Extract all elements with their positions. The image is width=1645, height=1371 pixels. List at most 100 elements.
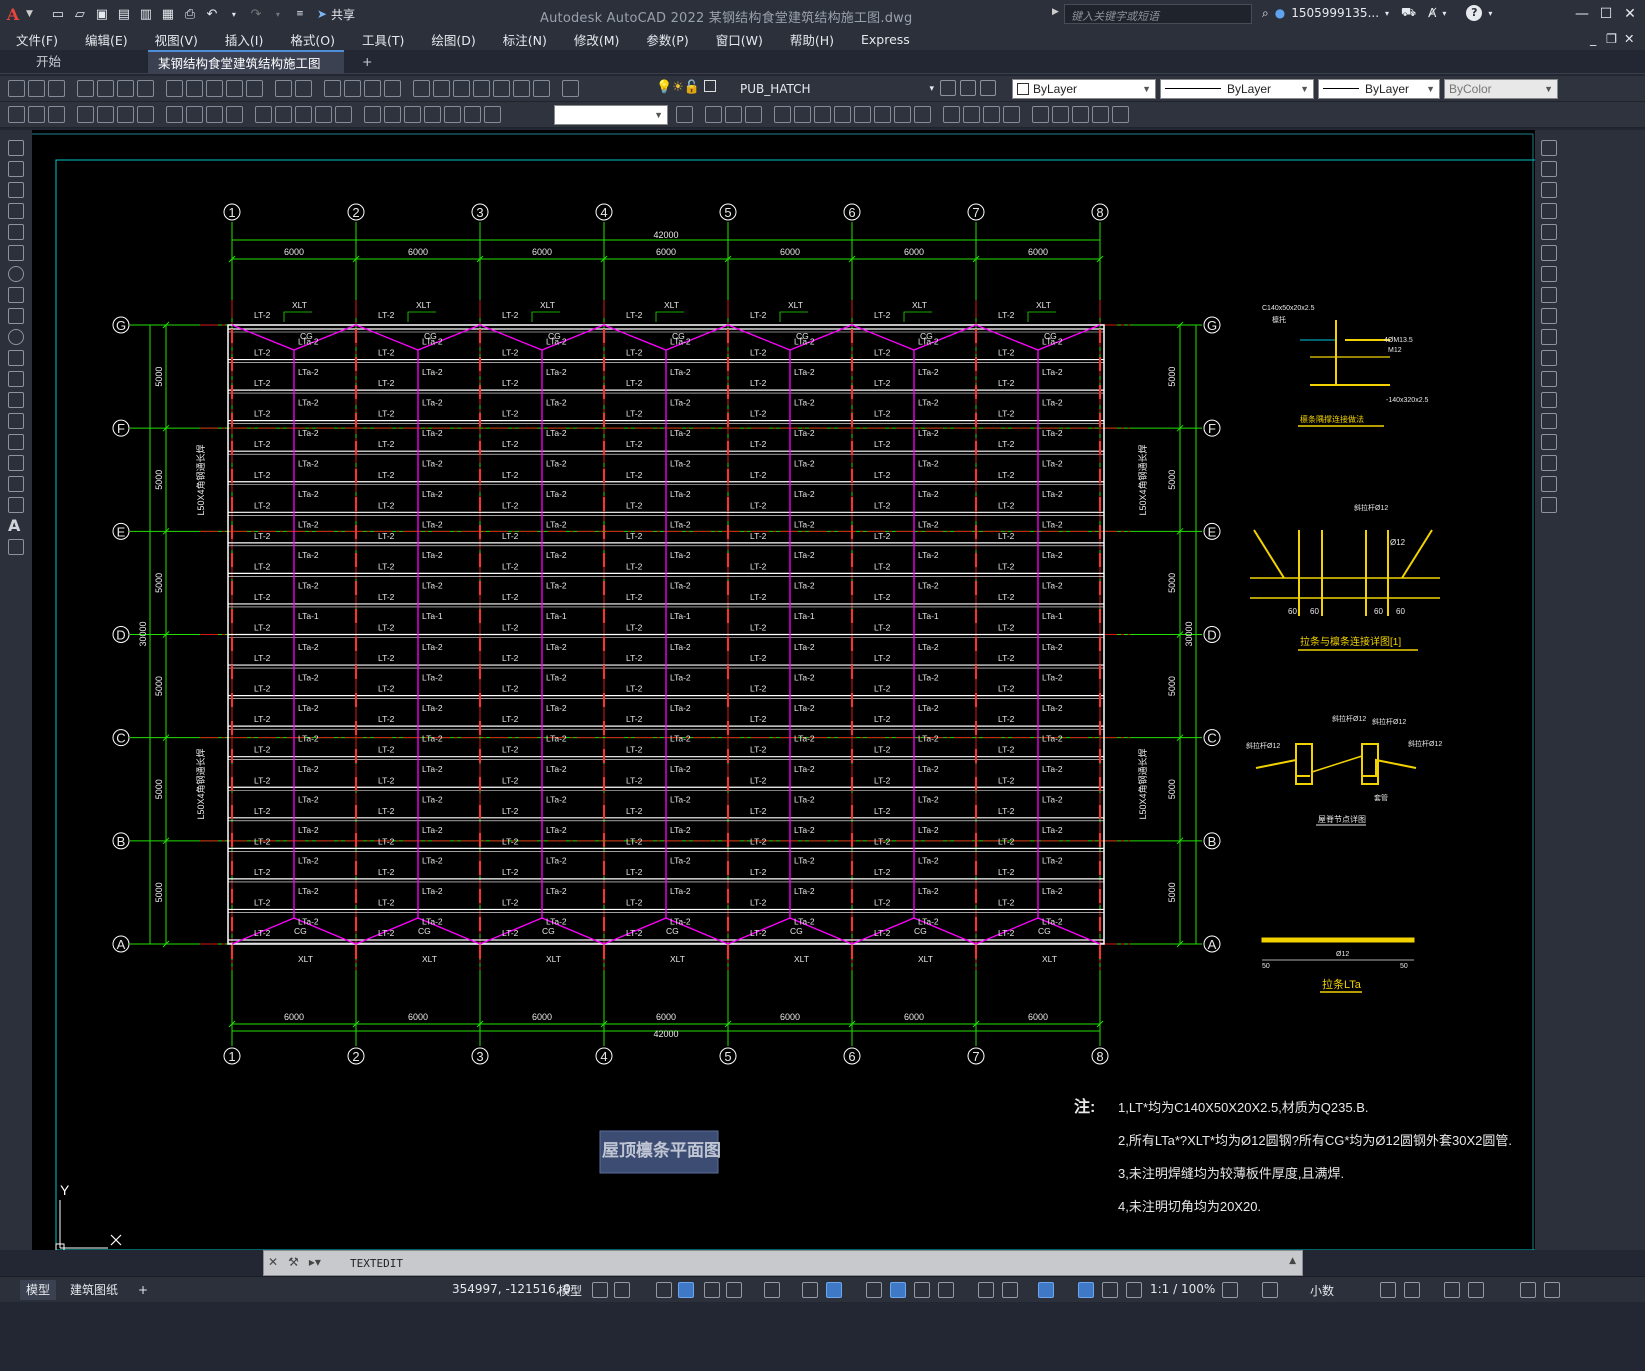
layer-dropdown[interactable]: PUB_HATCH▾ bbox=[740, 82, 934, 96]
menu-modify[interactable]: 修改(M) bbox=[573, 32, 620, 48]
trim-palette-icon[interactable] bbox=[1541, 329, 1557, 345]
radius-icon[interactable] bbox=[166, 106, 183, 123]
undo-icon[interactable]: ↶ bbox=[206, 6, 218, 22]
gradient-icon[interactable] bbox=[8, 455, 24, 471]
sheet-set-icon[interactable] bbox=[473, 80, 490, 97]
tool-b-icon[interactable] bbox=[28, 106, 45, 123]
menu-format[interactable]: 格式(O) bbox=[290, 32, 335, 48]
layer-match-icon[interactable] bbox=[980, 80, 996, 96]
tab-drawing[interactable]: 某钢结构食堂建筑结构施工图*✕ bbox=[148, 50, 344, 95]
table-icon[interactable] bbox=[8, 497, 24, 513]
user-dropdown-icon[interactable]: ▾ bbox=[1385, 8, 1390, 18]
linear-dim-icon[interactable] bbox=[77, 106, 94, 123]
auto-scale-icon[interactable] bbox=[1102, 1282, 1118, 1298]
otrack-icon[interactable] bbox=[764, 1282, 780, 1298]
color-dropdown[interactable]: ByLayer▼ bbox=[1012, 79, 1156, 99]
move-palette-icon[interactable] bbox=[1541, 245, 1557, 261]
jogged-linear-icon[interactable] bbox=[424, 106, 441, 123]
make-block-icon[interactable] bbox=[8, 392, 24, 408]
share-button[interactable]: ➤共享 bbox=[316, 7, 355, 22]
ellipse-icon[interactable] bbox=[8, 329, 24, 345]
rotate-palette-icon[interactable] bbox=[1541, 266, 1557, 282]
mirror-palette-icon[interactable] bbox=[1541, 182, 1557, 198]
menu-file[interactable]: 文件(F) bbox=[16, 32, 58, 48]
dyn-input-icon[interactable] bbox=[978, 1282, 994, 1298]
multiline-text-icon[interactable]: A bbox=[8, 516, 21, 535]
plot-icon[interactable]: ⎙ bbox=[184, 6, 196, 22]
layer-properties-icon[interactable] bbox=[562, 80, 579, 97]
inspect-icon[interactable] bbox=[404, 106, 421, 123]
coordinate-readout[interactable]: 354997, -121516, 0 bbox=[452, 1282, 571, 1296]
annomonitor-icon[interactable] bbox=[1262, 1282, 1278, 1298]
break-palette-icon[interactable] bbox=[1541, 371, 1557, 387]
annotation-scale-icon[interactable] bbox=[1126, 1282, 1142, 1298]
redo-dropdown-icon[interactable]: ▾ bbox=[275, 9, 280, 19]
units-dropdown[interactable]: 小数 bbox=[1310, 1284, 1335, 1298]
paste-icon[interactable] bbox=[206, 80, 223, 97]
rectangle-icon[interactable] bbox=[8, 224, 24, 240]
customize-qa-icon[interactable]: ≡ bbox=[296, 9, 304, 19]
cmd-prompt-icon[interactable]: ▸▾ bbox=[308, 1255, 321, 1269]
osnap-icon[interactable] bbox=[802, 1282, 818, 1298]
tolerance-icon[interactable] bbox=[364, 106, 381, 123]
graphics-performance-icon[interactable] bbox=[1468, 1282, 1484, 1298]
cmd-settings-icon[interactable]: ⚒ bbox=[288, 1255, 299, 1269]
annotation-scale[interactable]: 1:1 / 100% bbox=[1150, 1282, 1216, 1296]
revcloud-icon[interactable] bbox=[8, 287, 24, 303]
dimstyle-dropdown[interactable]: ▼ bbox=[554, 105, 668, 125]
circle-icon[interactable] bbox=[8, 266, 24, 282]
open-file-icon[interactable]: ▱ bbox=[74, 6, 85, 22]
model-space-toggle[interactable]: 模型 bbox=[558, 1284, 583, 1298]
baseline-icon[interactable] bbox=[275, 106, 292, 123]
3d-print-icon[interactable] bbox=[137, 80, 154, 97]
cart-icon[interactable]: ⛟ bbox=[1401, 5, 1417, 19]
scale-palette-icon[interactable] bbox=[1541, 287, 1557, 303]
a360-dropdown-icon[interactable]: ▾ bbox=[1442, 8, 1447, 18]
arc-length-icon[interactable] bbox=[117, 106, 134, 123]
markup-icon[interactable] bbox=[493, 80, 510, 97]
chamfer-palette-icon[interactable] bbox=[1541, 434, 1557, 450]
web-save-icon[interactable]: ▦ bbox=[161, 6, 175, 22]
add-layout-button[interactable]: + bbox=[138, 1283, 149, 1297]
ortho-icon[interactable] bbox=[678, 1282, 694, 1298]
customization-icon[interactable] bbox=[1544, 1282, 1560, 1298]
web-open-icon[interactable]: ▥ bbox=[139, 6, 153, 22]
blend-palette-icon[interactable] bbox=[1541, 476, 1557, 492]
maximize-button[interactable]: ☐ bbox=[1599, 6, 1613, 22]
search-expand-icon[interactable]: ▶ bbox=[1052, 7, 1059, 17]
zoom-realtime-icon[interactable] bbox=[344, 80, 361, 97]
copy-palette-icon[interactable] bbox=[1541, 161, 1557, 177]
angular-icon[interactable] bbox=[226, 106, 243, 123]
line-icon[interactable] bbox=[8, 140, 24, 156]
command-line[interactable]: ✕⚒▸▾ TEXTEDIT ▲ bbox=[263, 1250, 1303, 1276]
autocad-logo-icon[interactable]: A bbox=[6, 4, 20, 24]
menu-insert[interactable]: 插入(I) bbox=[224, 32, 264, 48]
lock-ui-icon[interactable] bbox=[1404, 1282, 1420, 1298]
pedit-icon[interactable] bbox=[1052, 106, 1069, 123]
cut-icon[interactable] bbox=[166, 80, 183, 97]
zoom-window-icon[interactable] bbox=[364, 80, 381, 97]
trim-icon[interactable] bbox=[894, 106, 911, 123]
spline-edit-icon[interactable] bbox=[1092, 106, 1109, 123]
group-icon[interactable] bbox=[1112, 106, 1129, 123]
undo-dropdown-icon[interactable]: ▾ bbox=[231, 9, 236, 19]
move-icon[interactable] bbox=[814, 106, 831, 123]
lineweight-icon[interactable] bbox=[866, 1282, 882, 1298]
extend-icon[interactable] bbox=[914, 106, 931, 123]
calculator-icon[interactable] bbox=[513, 80, 530, 97]
layer-previous-icon[interactable] bbox=[960, 80, 976, 96]
copy-icon[interactable] bbox=[186, 80, 203, 97]
doc-minimize-icon[interactable]: _ bbox=[1590, 31, 1597, 46]
print-icon[interactable] bbox=[77, 80, 94, 97]
dim-edit-icon[interactable] bbox=[444, 106, 461, 123]
region-icon[interactable] bbox=[8, 476, 24, 492]
polyline-icon[interactable] bbox=[8, 182, 24, 198]
rotate-icon[interactable] bbox=[834, 106, 851, 123]
hatch-edit-icon[interactable] bbox=[1072, 106, 1089, 123]
explode-icon[interactable] bbox=[1032, 106, 1049, 123]
continue-icon[interactable] bbox=[295, 106, 312, 123]
add-selected-icon[interactable] bbox=[8, 539, 24, 555]
menu-dimension[interactable]: 标注(N) bbox=[502, 32, 547, 48]
polar-icon[interactable] bbox=[704, 1282, 720, 1298]
